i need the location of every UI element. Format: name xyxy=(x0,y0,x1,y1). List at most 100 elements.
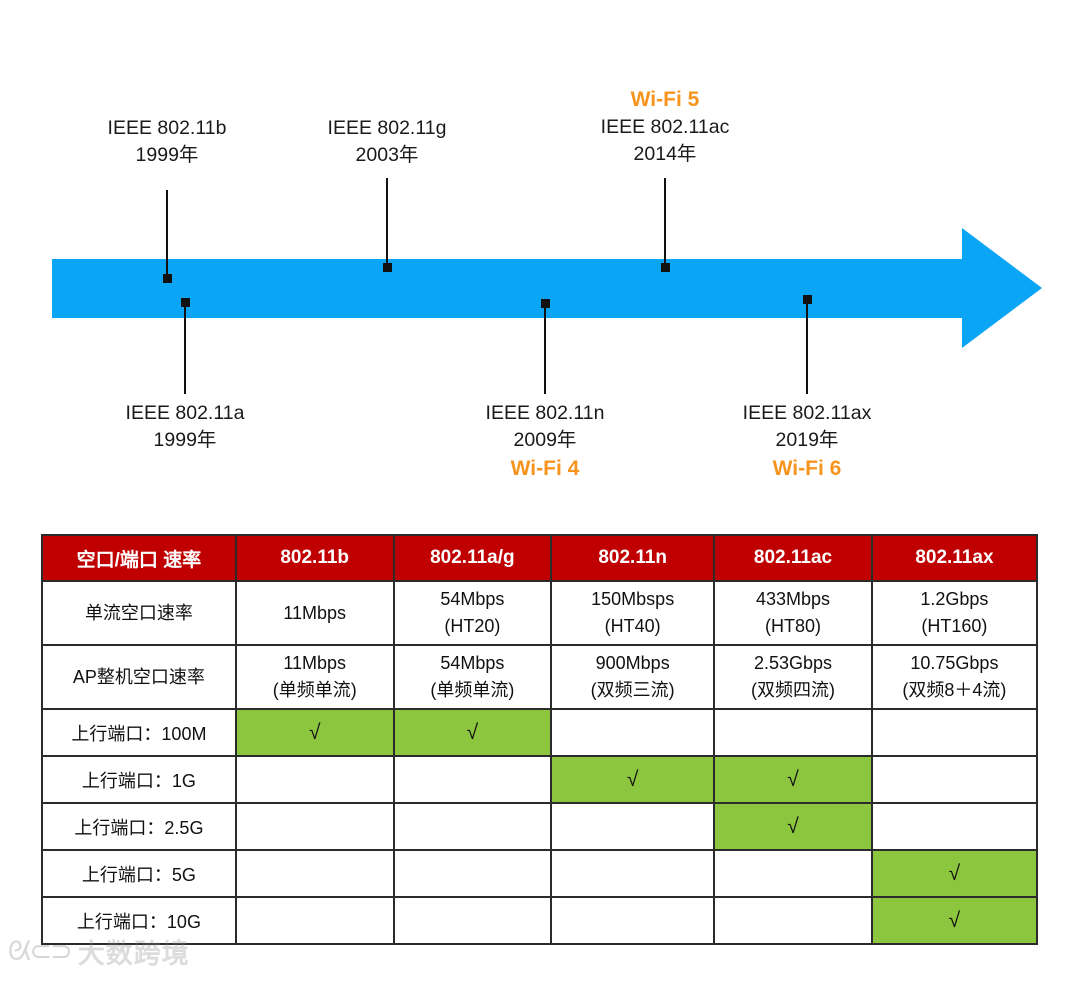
watermark: ᘡ⊂⊃ 大数跨境 xyxy=(8,932,190,971)
row-label: 上行端口：2.5G xyxy=(41,802,237,851)
support-cell-empty xyxy=(713,896,873,945)
check-icon: √ xyxy=(308,720,321,744)
support-cell-empty xyxy=(392,849,553,898)
support-cell-empty xyxy=(392,802,553,851)
support-cell-empty xyxy=(234,802,395,851)
support-cell-empty xyxy=(234,849,395,898)
check-icon: √ xyxy=(787,814,799,838)
standard-year: 2003年 xyxy=(355,144,419,166)
cell-value-secondary: (单频单流) xyxy=(430,680,515,700)
check-icon: √ xyxy=(466,720,479,744)
cell-value-primary: 2.53Gbps xyxy=(753,653,833,673)
timeline-label-below-0: IEEE 802.11a 1999年 xyxy=(126,400,245,454)
timeline-leader-line xyxy=(544,303,546,394)
wifi-spec-table: 空口/端口 速率 802.11b 802.11a/g 802.11n 802.1… xyxy=(41,534,1039,945)
standard-name: IEEE 802.11b xyxy=(107,117,227,139)
wifi-generation-badge: Wi-Fi 6 xyxy=(772,457,842,480)
standard-year: 2019年 xyxy=(775,429,839,451)
table-row: 上行端口：2.5G √ xyxy=(41,802,1039,851)
table-header-cell: 802.11ax xyxy=(870,534,1039,582)
timeline-leader-line xyxy=(386,178,388,267)
support-cell-checked: √ xyxy=(550,755,716,804)
table-header-row: 空口/端口 速率 802.11b 802.11a/g 802.11n 802.1… xyxy=(41,534,1039,582)
table-cell: 900Mbps(双频三流) xyxy=(550,644,716,710)
support-cell-checked: √ xyxy=(870,896,1039,945)
timeline-leader-line xyxy=(166,190,168,278)
support-cell-empty xyxy=(392,896,553,945)
timeline-arrow-bar xyxy=(52,259,965,318)
table-cell: 2.53Gbps (双频四流) xyxy=(713,644,873,710)
support-cell-empty xyxy=(870,755,1039,804)
cell-value-primary: 11Mbps xyxy=(283,653,347,673)
support-cell-empty xyxy=(870,802,1039,851)
timeline-label-below-2: IEEE 802.11ax 2019年 Wi-Fi 6 xyxy=(743,400,872,483)
timeline-marker xyxy=(383,263,392,272)
standard-name: IEEE 802.11ax xyxy=(742,402,872,424)
timeline-label-above-1: IEEE 802.11g 2003年 xyxy=(328,115,447,169)
standard-year: 1999年 xyxy=(135,144,199,166)
cell-value-primary: 433Mbps xyxy=(755,589,831,609)
timeline-label-above-0: IEEE 802.11b 1999年 xyxy=(108,115,227,169)
support-cell-checked: √ xyxy=(870,849,1039,898)
standard-name: IEEE 802.11n xyxy=(485,402,605,424)
support-cell-empty xyxy=(870,708,1039,757)
support-cell-empty xyxy=(550,802,716,851)
check-icon: √ xyxy=(948,861,961,885)
timeline-arrow-head xyxy=(962,228,1042,348)
table-cell: 433Mbps(HT80) xyxy=(713,580,873,646)
standard-name: IEEE 802.11a xyxy=(125,402,245,424)
cell-value-secondary: (双频四流) xyxy=(751,680,835,700)
table-row: 上行端口：1G √ √ xyxy=(41,755,1039,804)
cell-value-primary: 150Mbsps xyxy=(591,589,675,609)
support-cell-empty xyxy=(234,896,395,945)
table-cell: 150Mbsps(HT40) xyxy=(550,580,716,646)
row-label: 上行端口：5G xyxy=(41,849,237,898)
support-cell-checked: √ xyxy=(713,755,873,804)
row-label: 上行端口：1G xyxy=(41,755,237,804)
wifi-standards-timeline: IEEE 802.11b 1999年 IEEE 802.11g 2003年 Wi-Fi … xyxy=(52,88,1042,483)
support-cell-empty xyxy=(550,849,716,898)
table-cell: 11Mbps xyxy=(234,580,395,646)
check-icon: √ xyxy=(787,767,799,791)
table-row: 上行端口：100M√√ xyxy=(41,708,1039,757)
support-cell-empty xyxy=(392,755,553,804)
support-cell-empty xyxy=(550,896,716,945)
cell-value-primary: 11Mbps xyxy=(283,602,347,623)
cell-value-primary: 1.2Gbps xyxy=(920,589,989,609)
cell-value-primary: 10.75Gbps xyxy=(910,653,999,673)
support-cell-empty xyxy=(550,708,716,757)
cell-value-primary: 900Mbps xyxy=(595,653,670,673)
timeline-leader-line xyxy=(806,299,808,394)
standard-name: IEEE 802.11g xyxy=(327,117,447,139)
standard-year: 2009年 xyxy=(513,429,577,451)
cell-value-primary: 54Mbps xyxy=(440,653,505,673)
cell-value-secondary: (HT20) xyxy=(444,616,501,636)
cell-value-secondary: (HT160) xyxy=(921,616,988,636)
standard-year: 1999年 xyxy=(153,429,217,451)
support-cell-checked: √ xyxy=(234,708,395,757)
check-icon: √ xyxy=(626,767,639,791)
support-cell-checked: √ xyxy=(713,802,873,851)
table-header-cell: 空口/端口 速率 xyxy=(41,534,237,582)
timeline-marker xyxy=(661,263,670,272)
table-cell: 54Mbps (单频单流) xyxy=(392,644,553,710)
timeline-marker xyxy=(163,274,172,283)
table-cell: 1.2Gbps (HT160) xyxy=(870,580,1039,646)
row-label: 单流空口速率 xyxy=(41,580,237,646)
table-row: 上行端口：5G √ xyxy=(41,849,1039,898)
check-icon: √ xyxy=(948,908,961,932)
support-cell-empty xyxy=(713,849,873,898)
cell-value-secondary: (单频单流) xyxy=(272,680,357,700)
table-cell: 11Mbps (单频单流) xyxy=(234,644,395,710)
timeline-leader-line xyxy=(184,302,186,394)
table-header-cell: 802.11b xyxy=(234,534,395,582)
table-cell: 10.75Gbps(双频8＋4流) xyxy=(870,644,1039,710)
support-cell-checked: √ xyxy=(392,708,553,757)
watermark-logo-icon: ᘡ⊂⊃ xyxy=(8,936,73,966)
cell-value-primary: 54Mbps xyxy=(440,589,505,609)
watermark-text: 大数跨境 xyxy=(77,939,190,969)
